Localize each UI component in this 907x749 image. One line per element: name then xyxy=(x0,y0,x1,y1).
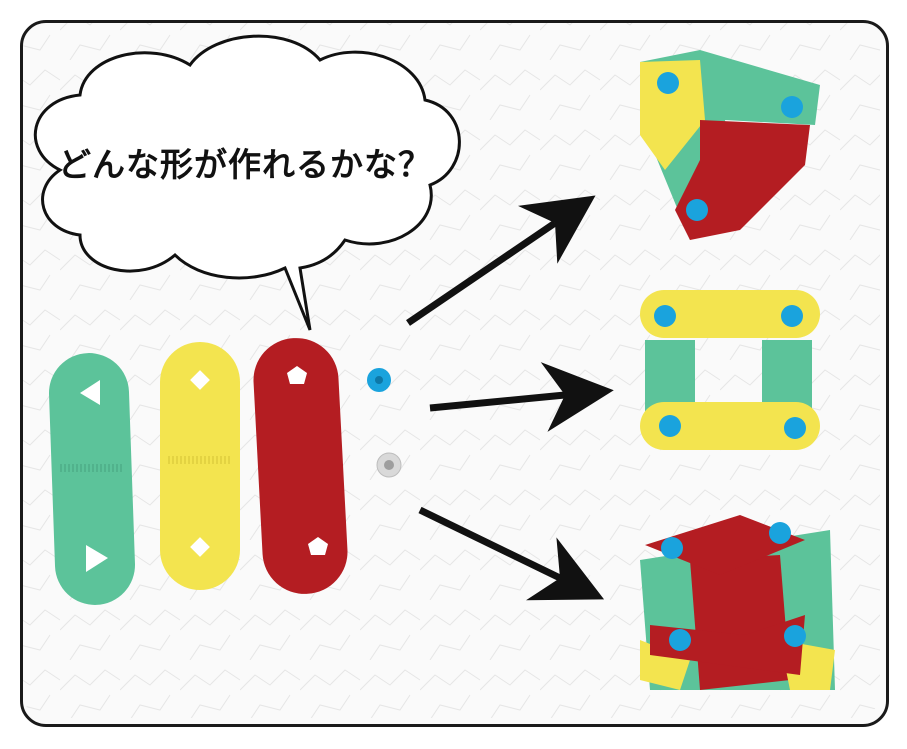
triangle-hole-icon xyxy=(86,545,108,572)
triangle-shape xyxy=(640,50,820,240)
blue-fastener xyxy=(367,368,391,392)
triangle-hole-icon xyxy=(80,380,100,405)
square-hole-icon xyxy=(190,370,210,390)
arrow-to-cube xyxy=(418,506,605,601)
yellow-strip xyxy=(160,342,240,590)
pentagon-hole-icon xyxy=(308,537,328,555)
arrow-to-triangle xyxy=(406,195,596,326)
speech-bubble xyxy=(33,34,461,331)
arrow-to-square xyxy=(429,362,614,432)
green-strip xyxy=(48,353,136,605)
speech-bubble-text: どんな形が作れるかな？ xyxy=(58,145,432,184)
cube-shape xyxy=(640,515,835,690)
clear-fastener xyxy=(376,452,402,478)
square-shape xyxy=(640,290,820,450)
pentagon-hole-icon xyxy=(287,366,307,384)
red-strip xyxy=(253,338,348,594)
